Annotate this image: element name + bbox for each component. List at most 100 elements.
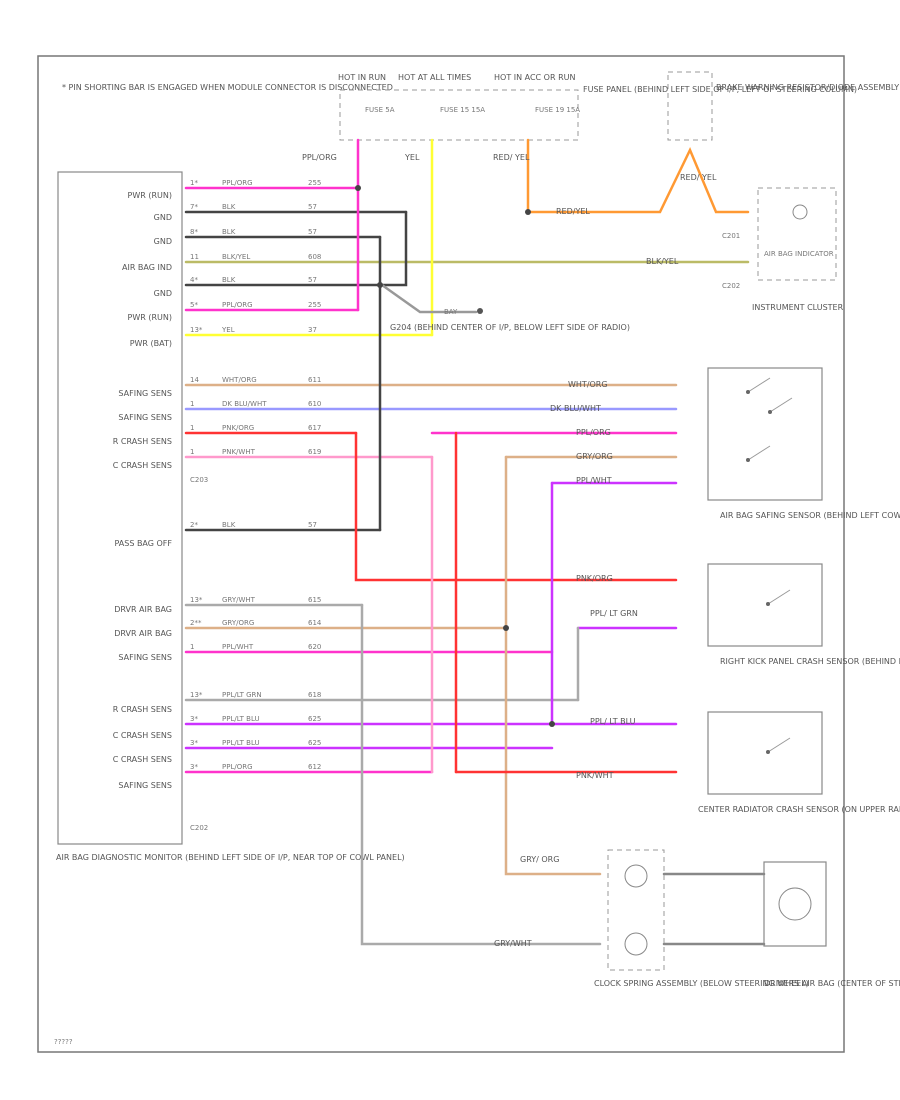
wire-color-label: PPL/LT BLU xyxy=(222,715,260,723)
wire-color-label: PPL/LT BLU xyxy=(222,739,260,747)
wire-color-label: PNK/WHT xyxy=(222,448,256,456)
wire-color-label: PPL/ORG xyxy=(222,763,253,771)
fuse-panel-label: FUSE PANEL (BEHIND LEFT SIDE OF I/P, LEF… xyxy=(583,85,857,94)
fuse-panel-box xyxy=(339,89,579,141)
module-pin-label: C CRASH SENS xyxy=(113,731,172,740)
module-pin-label: GND xyxy=(154,237,172,246)
splice-point xyxy=(525,209,531,215)
cluster-connector-c201: C201 xyxy=(722,232,740,240)
wire-label-gry-wht: GRY/WHT xyxy=(494,939,532,948)
wire-label-ppl-wht: PPL/WHT xyxy=(576,476,612,485)
drivers-air-bag-box xyxy=(763,861,827,947)
cluster-connector-c202: C202 xyxy=(722,282,740,290)
fuse-c-label: FUSE 19 15A xyxy=(535,106,580,114)
wire-color-label: PPL/ORG xyxy=(222,179,253,187)
splice-point xyxy=(377,282,383,288)
safing-switch-3 xyxy=(747,445,771,461)
wire-label-gry-org-v: GRY/ ORG xyxy=(520,855,559,864)
wire-pin-label: 13* xyxy=(190,326,203,334)
fuse-a-label: FUSE 5A xyxy=(365,106,395,114)
wire-circuit-label: 612 xyxy=(308,763,321,771)
vertical-label-red-yel-2: RED/ YEL xyxy=(680,173,717,182)
wire-circuit-label: 57 xyxy=(308,228,317,236)
vertical-label-red-yel: RED/ YEL xyxy=(493,153,530,162)
corner-code: ????? xyxy=(54,1038,73,1046)
safing-switch-2 xyxy=(769,397,793,413)
wire-color-label: GRY/ORG xyxy=(222,619,254,627)
module-pin-label: PWR (RUN) xyxy=(128,191,172,200)
fuse-b-label: FUSE 15 15A xyxy=(440,106,485,114)
wire-label-gry-org: GRY/ORG xyxy=(576,452,613,461)
splice-point xyxy=(549,721,555,727)
wire-route xyxy=(504,455,602,876)
wire-pin-label: 1 xyxy=(190,643,194,651)
module-pin-label: C CRASH SENS xyxy=(113,755,172,764)
brake-warning-label: BRAKE WARNING RESISTOR/DIODE ASSEMBLY (L… xyxy=(716,83,900,92)
module-pin-label: R CRASH SENS xyxy=(113,437,172,446)
module-connector-c203: C203 xyxy=(190,476,208,484)
wire-pin-label: 2* xyxy=(190,521,198,529)
wire-pin-label: 3* xyxy=(190,763,198,771)
safing-sensor-label: AIR BAG SAFING SENSOR (BEHIND LEFT COWL … xyxy=(720,511,900,520)
safing-switch-1 xyxy=(747,377,771,393)
clock-spring-coil-2 xyxy=(624,932,648,956)
wire-circuit-label: 617 xyxy=(308,424,321,432)
wire-pin-label: 8* xyxy=(190,228,198,236)
clock-spring-box xyxy=(607,849,665,971)
wire-color-label: WHT/ORG xyxy=(222,376,257,384)
wire-color-label: BLK xyxy=(222,203,236,211)
clock-spring-coil-1 xyxy=(624,864,648,888)
wire-circuit-label: 625 xyxy=(308,715,321,723)
wire-color-label: PPL/WHT xyxy=(222,643,254,651)
wire-color-label: BLK/YEL xyxy=(222,253,250,261)
vertical-label-yel: YEL xyxy=(404,153,420,162)
wire-circuit-label: 620 xyxy=(308,643,321,651)
ground-ref-label: BAY xyxy=(444,308,458,316)
hot-in-acc-label: HOT IN ACC OR RUN xyxy=(494,73,575,82)
wire-pin-label: 1 xyxy=(190,424,194,432)
wire-color-label: GRY/WHT xyxy=(222,596,256,604)
module-connector-c202: C202 xyxy=(190,824,208,832)
splice-point xyxy=(355,185,361,191)
drivers-air-bag-squib xyxy=(778,887,812,921)
drivers-air-bag-label: DRIVERS AIR BAG (CENTER OF STEERING WHEE… xyxy=(764,979,900,988)
module-pin-label: GND xyxy=(154,289,172,298)
wire-route xyxy=(354,431,678,582)
module-pin-label: DRVR AIR BAG xyxy=(114,629,172,638)
wire-color-label: PPL/LT GRN xyxy=(222,691,262,699)
air-bag-indicator-label: AIR BAG INDICATOR xyxy=(764,250,834,258)
safing-sensor-box xyxy=(707,367,823,501)
module-pin-label: DRVR AIR BAG xyxy=(114,605,172,614)
wire-pin-label: 3* xyxy=(190,739,198,747)
wire-label-wht-org: WHT/ORG xyxy=(568,380,608,389)
kick-sensor-switch xyxy=(767,589,791,605)
vertical-label-ppl-org: PPL/ORG xyxy=(302,153,337,162)
diagram-frame xyxy=(37,55,845,1053)
wire-color-label: BLK xyxy=(222,276,236,284)
air-bag-diagnostic-monitor-box xyxy=(57,171,183,845)
wire-color-label: PPL/ORG xyxy=(222,301,253,309)
right-kick-sensor-label: RIGHT KICK PANEL CRASH SENSOR (BEHIND RI… xyxy=(720,657,900,666)
wire-label-blk-yel: BLK/YEL xyxy=(646,257,679,266)
wire-circuit-label: 57 xyxy=(308,203,317,211)
module-pin-label: PWR (BAT) xyxy=(130,339,172,348)
right-kick-sensor-box xyxy=(707,563,823,647)
center-radiator-sensor-label: CENTER RADIATOR CRASH SENSOR (ON UPPER R… xyxy=(698,805,900,814)
wire-pin-label: 11 xyxy=(190,253,199,261)
wire-pin-label: 13* xyxy=(190,691,203,699)
module-pin-label: SAFING SENS xyxy=(118,653,172,662)
wire-label-ppl-lt-blu: PPL/ LT BLU xyxy=(590,717,636,726)
wire-color-label: YEL xyxy=(221,326,235,334)
radiator-sensor-switch xyxy=(767,737,791,753)
wire-color-label: DK BLU/WHT xyxy=(222,400,267,408)
shorting-bar-note: * PIN SHORTING BAR IS ENGAGED WHEN MODUL… xyxy=(62,83,393,92)
radiator-sensor-switch-contact xyxy=(766,750,770,754)
ground-symbol xyxy=(477,308,483,314)
wire-route xyxy=(380,283,478,314)
splice-point xyxy=(503,625,509,631)
wire-pin-label: 1 xyxy=(190,400,194,408)
instrument-cluster-label: INSTRUMENT CLUSTER xyxy=(752,303,844,312)
